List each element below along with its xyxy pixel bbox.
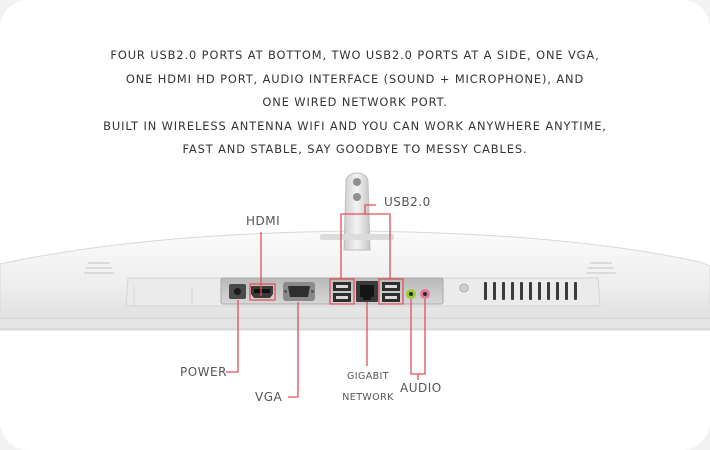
feature-description: FOUR USB2.0 PORTS AT BOTTOM, TWO USB2.0 …: [0, 44, 710, 162]
description-line: FAST AND STABLE, SAY GOODBYE TO MESSY CA…: [182, 142, 528, 156]
hdmi-label: HDMI: [246, 214, 281, 228]
description-line: FOUR USB2.0 PORTS AT BOTTOM, TWO USB2.0 …: [110, 48, 600, 62]
usb-label: USB2.0: [384, 195, 431, 209]
vga-label: VGA: [255, 390, 283, 404]
gigabit-label-line: NETWORK: [342, 392, 394, 403]
power-label: POWER: [180, 365, 227, 379]
gigabit-label-line: GIGABIT: [347, 371, 389, 382]
description-line: ONE WIRED NETWORK PORT.: [262, 95, 448, 109]
audio-label: AUDIO: [400, 381, 442, 395]
description-line: ONE HDMI HD PORT, AUDIO INTERFACE (SOUND…: [125, 71, 585, 86]
monitor-stand: [320, 172, 394, 251]
vent-grille: [484, 282, 577, 300]
callout-lines: [226, 204, 426, 398]
gigabit-network-label: GIGABIT NETWORK: [338, 366, 398, 408]
description-line: BUILT IN WIRELESS ANTENNA WIFI AND YOU C…: [103, 118, 607, 133]
